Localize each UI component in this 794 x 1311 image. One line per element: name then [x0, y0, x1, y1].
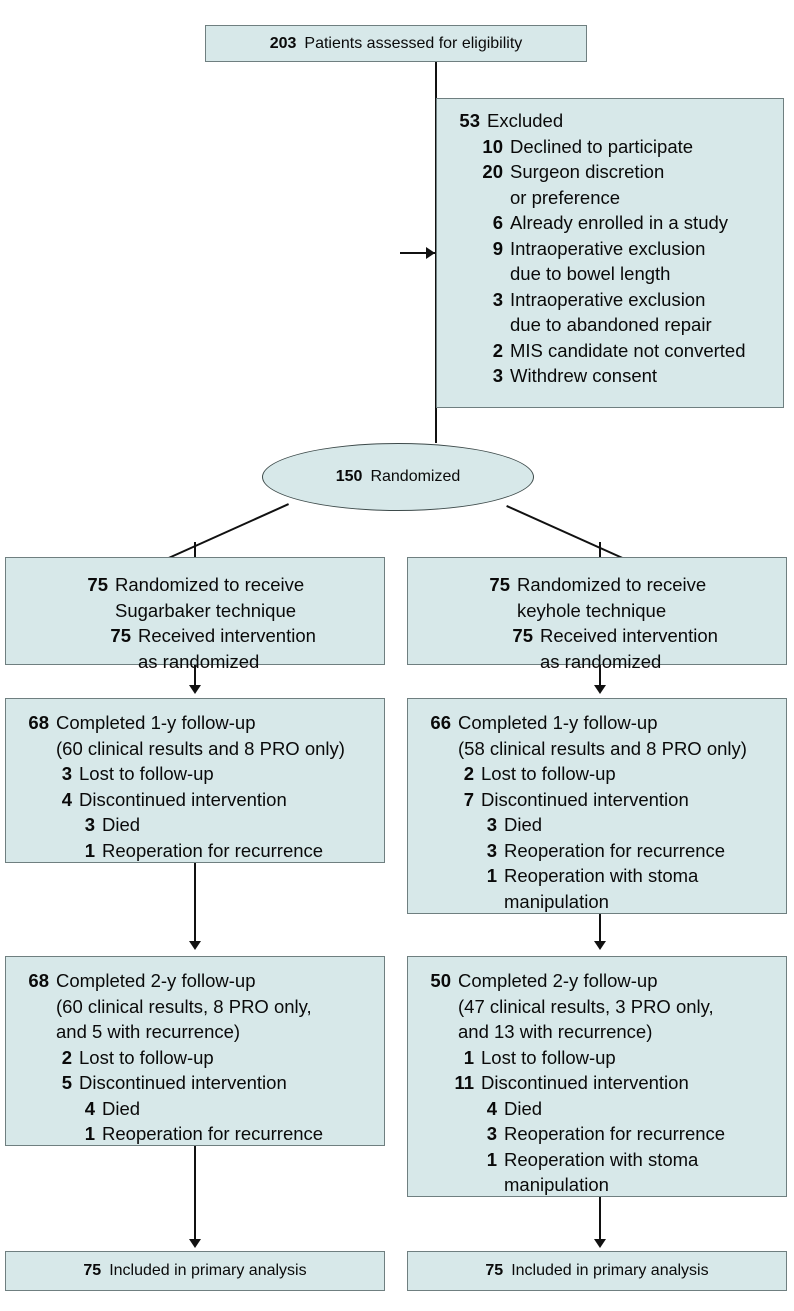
excluded-reason: 20 Surgeon discretion — [482, 161, 665, 182]
analysis-label: Included in primary analysis — [511, 1262, 709, 1279]
followup-item: 1 Reoperation for recurrence — [84, 1123, 324, 1144]
randomized-count: 150 — [335, 468, 363, 485]
box-allocation-keyhole: 75 Randomized to receive keyhole techniq… — [407, 557, 787, 672]
followup-item-cont: manipulation — [504, 890, 609, 912]
followup-detail-cont: and 13 with recurrence) — [458, 1021, 653, 1042]
excluded-reason: 2 MIS candidate not converted — [492, 339, 746, 361]
followup-header: 66 Completed 1-y follow-up — [430, 712, 658, 733]
followup-item: 4 Discontinued intervention — [61, 788, 287, 810]
arrow-left-2y-to-analysis — [189, 1239, 201, 1248]
oval-randomized: 150 Randomized — [262, 443, 534, 511]
connector-right-alloc-to-1y — [599, 665, 601, 687]
followup-item-cont: manipulation — [504, 1174, 609, 1195]
followup-item: 5 Discontinued intervention — [61, 1072, 287, 1093]
excluded-reason-cont: or preference — [510, 186, 621, 208]
box-excluded: 53 Excluded 10 Declined to participate 2… — [436, 98, 784, 408]
assessed-label: Patients assessed for eligibility — [304, 34, 523, 52]
followup-item: 3 Died — [486, 814, 543, 835]
allocation-received-cont: as randomized — [138, 650, 260, 672]
connector-right-2y-to-analysis — [599, 1197, 601, 1241]
connector-left-1y-to-2y — [194, 863, 196, 943]
analysis-count: 75 — [485, 1262, 504, 1279]
followup-detail: (60 clinical results, 8 PRO only, — [56, 995, 312, 1017]
analysis-count: 75 — [83, 1262, 102, 1279]
followup-detail: (47 clinical results, 3 PRO only, — [458, 995, 714, 1017]
followup-item: 3 Reoperation for recurrence — [486, 1123, 726, 1144]
box-followup-2y-keyhole: 50 Completed 2-y follow-up (47 clinical … — [407, 956, 787, 1197]
followup-header: 68 Completed 2-y follow-up — [28, 970, 256, 991]
excluded-reason: 10 Declined to participate — [482, 135, 694, 157]
arrow-left-1y-to-2y — [189, 941, 201, 950]
followup-item: 3 Died — [84, 814, 141, 835]
arrow-right-2y-to-analysis — [594, 1239, 606, 1248]
followup-detail-cont: and 5 with recurrence) — [56, 1021, 241, 1042]
box-assessed-for-eligibility: 203 Patients assessed for eligibility — [205, 25, 587, 62]
arrow-to-excluded — [426, 247, 435, 259]
excluded-reason-cont: due to abandoned repair — [510, 314, 712, 335]
allocation-technique: Sugarbaker technique — [115, 599, 297, 621]
connector-left-alloc-to-1y — [194, 665, 196, 687]
connector-to-excluded — [400, 252, 436, 254]
allocation-header: 75 Randomized to receive — [489, 574, 707, 595]
followup-item: 3 Lost to follow-up — [61, 763, 214, 784]
arrow-left-alloc-to-1y — [189, 685, 201, 694]
allocation-received: 75 Received intervention — [512, 625, 718, 646]
randomized-label: Randomized — [370, 468, 461, 485]
assessed-count: 203 — [269, 34, 297, 52]
box-analysis-sugarbaker: 75 Included in primary analysis — [5, 1251, 385, 1291]
analysis-label: Included in primary analysis — [109, 1262, 307, 1279]
followup-item: 4 Died — [84, 1097, 141, 1119]
box-followup-1y-sugarbaker: 68 Completed 1-y follow-up (60 clinical … — [5, 698, 385, 863]
allocation-received: 75 Received intervention — [110, 625, 316, 646]
followup-detail: (58 clinical results and 8 PRO only) — [458, 737, 747, 759]
followup-header: 50 Completed 2-y follow-up — [430, 970, 658, 991]
followup-item: 1 Reoperation with stoma — [486, 865, 699, 886]
arrow-right-alloc-to-1y — [594, 685, 606, 694]
allocation-technique: keyhole technique — [517, 599, 667, 621]
arrow-right-1y-to-2y — [594, 941, 606, 950]
excluded-reason: 6 Already enrolled in a study — [492, 212, 729, 233]
followup-item: 4 Died — [486, 1097, 543, 1119]
followup-item: 3 Reoperation for recurrence — [486, 839, 726, 861]
box-allocation-sugarbaker: 75 Randomized to receive Sugarbaker tech… — [5, 557, 385, 672]
box-analysis-keyhole: 75 Included in primary analysis — [407, 1251, 787, 1291]
box-followup-2y-sugarbaker: 68 Completed 2-y follow-up (60 clinical … — [5, 956, 385, 1146]
followup-header: 68 Completed 1-y follow-up — [28, 712, 256, 733]
excluded-reason: 3 Withdrew consent — [492, 365, 658, 386]
followup-item: 1 Reoperation for recurrence — [84, 839, 324, 861]
followup-item: 1 Lost to follow-up — [463, 1046, 616, 1068]
connector-left-arm-drop — [194, 542, 196, 557]
followup-item: 2 Lost to follow-up — [61, 1046, 214, 1068]
allocation-header: 75 Randomized to receive — [87, 574, 305, 595]
excluded-reason-cont: due to bowel length — [510, 263, 671, 284]
allocation-received-cont: as randomized — [540, 650, 662, 672]
connector-right-1y-to-2y — [599, 914, 601, 943]
followup-item: 7 Discontinued intervention — [463, 788, 689, 810]
excluded-header: 53 Excluded — [459, 110, 564, 131]
followup-item: 2 Lost to follow-up — [463, 763, 616, 784]
connector-excluded-stub — [400, 252, 402, 254]
connector-left-2y-to-analysis — [194, 1146, 196, 1241]
excluded-reason: 3 Intraoperative exclusion — [492, 288, 706, 310]
followup-item: 11 Discontinued intervention — [454, 1072, 689, 1093]
excluded-reason: 9 Intraoperative exclusion — [492, 237, 706, 259]
followup-detail: (60 clinical results and 8 PRO only) — [56, 737, 345, 759]
box-followup-1y-keyhole: 66 Completed 1-y follow-up (58 clinical … — [407, 698, 787, 914]
connector-right-arm-drop — [599, 542, 601, 557]
followup-item: 1 Reoperation with stoma — [486, 1148, 699, 1170]
